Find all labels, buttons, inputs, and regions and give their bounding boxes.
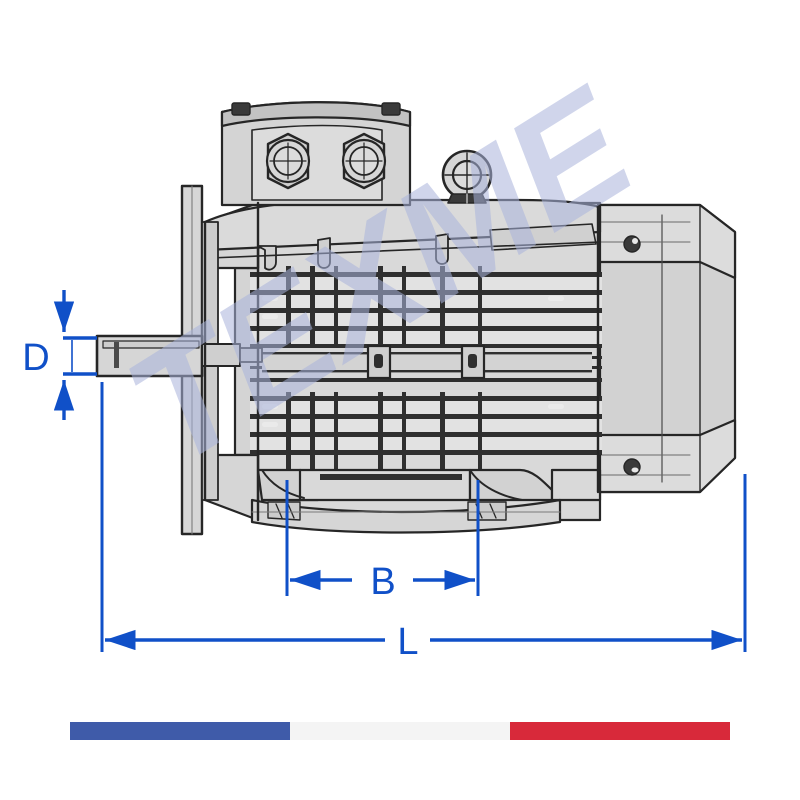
dimension-layer: D B L: [22, 290, 747, 663]
dimension-L: L: [105, 621, 742, 663]
output-shaft: [95, 334, 263, 378]
dimension-label-D: D: [22, 337, 49, 379]
dimension-label-B: B: [370, 561, 395, 603]
dimension-B: B: [290, 561, 475, 603]
dimension-D: D: [22, 290, 97, 420]
cooling-fins: [250, 266, 602, 474]
cable-gland-right: [341, 132, 387, 190]
terminal-box: [220, 101, 412, 207]
motor-assembly: [95, 101, 737, 536]
cowl-screw-bottom: [623, 458, 641, 476]
shaft-keyway: [114, 342, 119, 368]
terminal-box-bolt-left: [231, 102, 251, 116]
dimension-label-L: L: [397, 621, 418, 663]
cable-gland-left: [265, 132, 311, 190]
motor-feet: [250, 468, 602, 534]
french-flag-bar: [70, 722, 730, 740]
cowl-screw-top: [623, 235, 641, 253]
dimension-L-extension-lines: [100, 382, 747, 652]
flag-stripe-red: [510, 722, 730, 740]
lifting-eye: [441, 149, 493, 204]
dimension-B-extension-lines: [285, 480, 480, 596]
rotor-centreline: [262, 344, 592, 380]
flag-stripe-white: [290, 722, 510, 740]
top-cover: [203, 198, 602, 271]
flag-stripe-blue: [70, 722, 290, 740]
terminal-box-bolt-right: [381, 102, 401, 116]
fan-cowl: [596, 203, 737, 494]
